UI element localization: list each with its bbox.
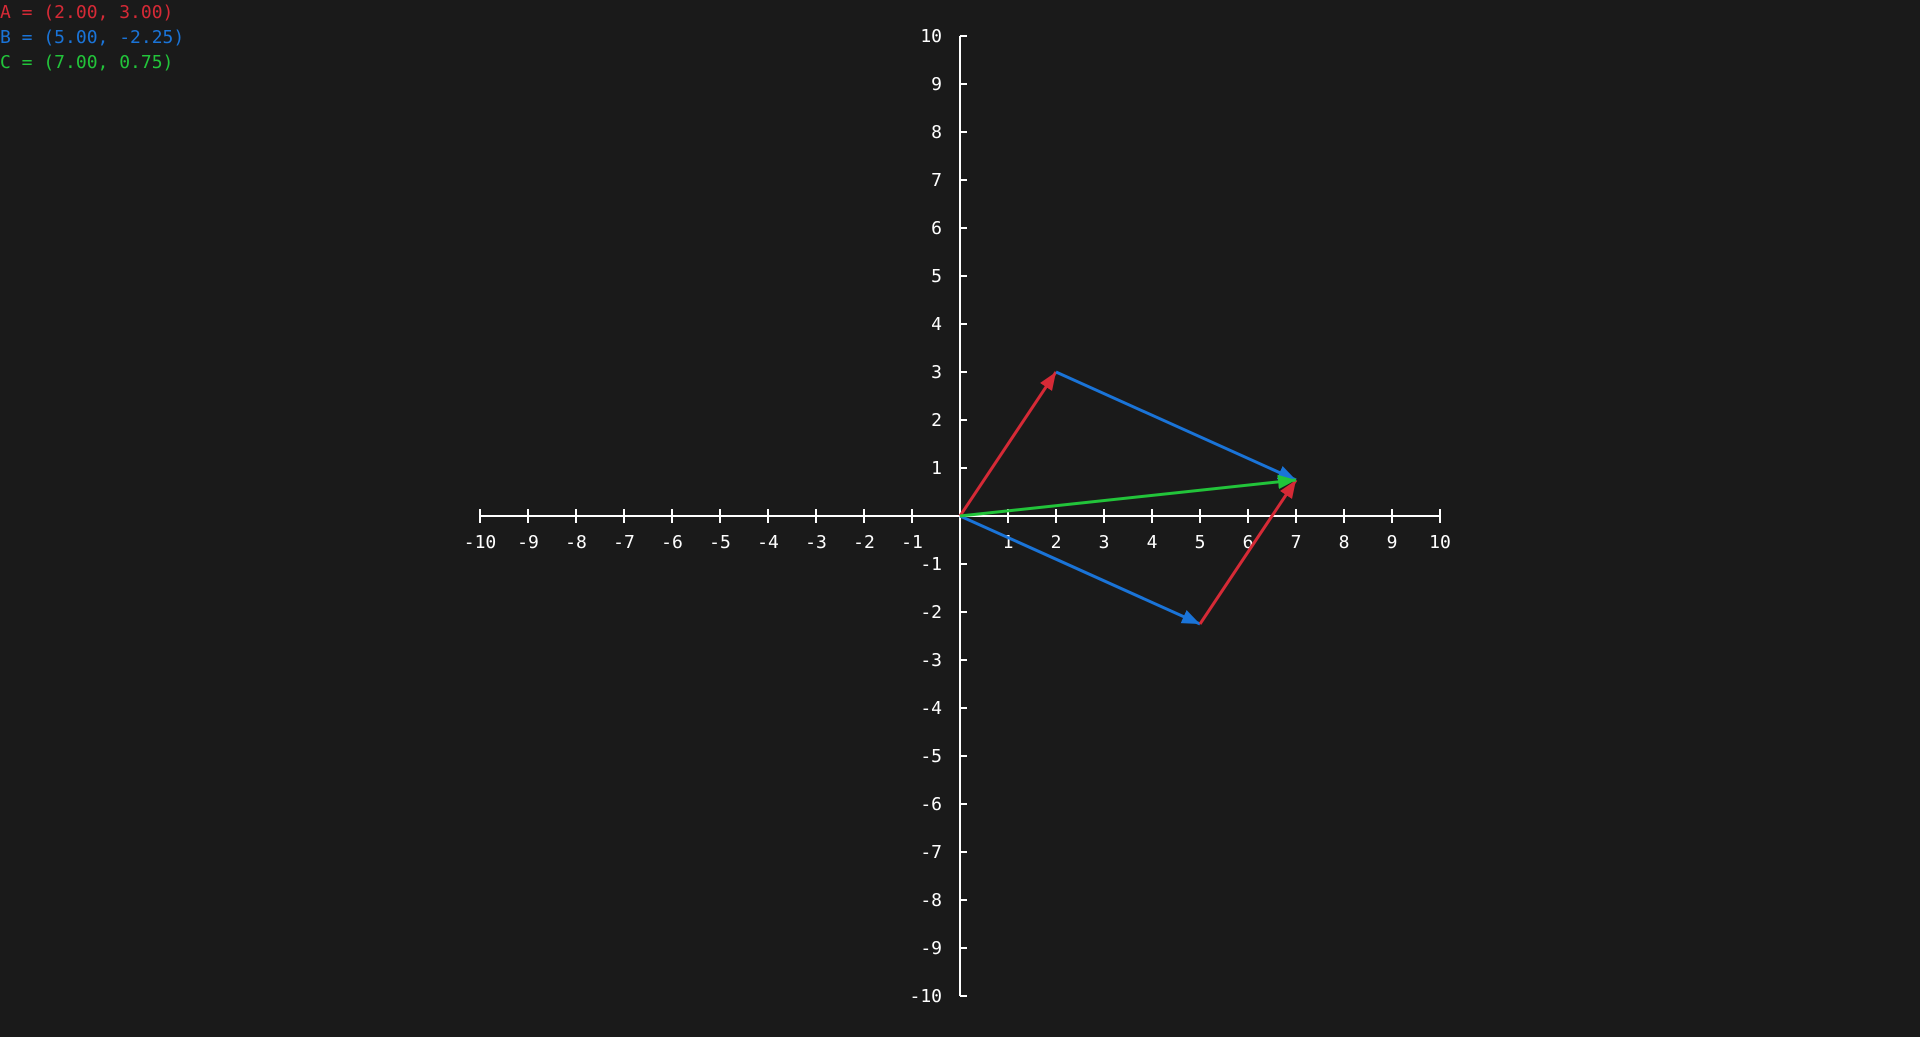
y-tick-label: 9: [931, 74, 942, 95]
y-tick-label: 1: [931, 458, 942, 479]
vector-c-arrow: [959, 474, 1297, 518]
axes: -10 -9 -8 -7 -6 -5 -4 -3 -2 -1 1 2 3 4 5 6 7 8 9 10 -10 -9 -8 -…: [464, 26, 1451, 1007]
y-tick-label: 10: [920, 26, 942, 47]
vector-b-arrow: [959, 514, 1201, 626]
y-tick-label: -10: [909, 986, 942, 1007]
x-tick-label: -4: [757, 532, 779, 553]
x-tick-label: 2: [1051, 532, 1062, 553]
x-tick-label: 1: [1003, 532, 1014, 553]
vector-b-arrow: [1055, 370, 1297, 482]
y-tick-label: -6: [920, 794, 942, 815]
y-tick-label: 7: [931, 170, 942, 191]
y-tick-label: -5: [920, 746, 942, 767]
vectors: [958, 370, 1298, 626]
y-tick-label: -2: [920, 602, 942, 623]
y-tick-label: -3: [920, 650, 942, 671]
y-tick-label: -4: [920, 698, 942, 719]
x-tick-label: 5: [1195, 532, 1206, 553]
legend-vector-c: C = (7.00, 0.75): [0, 52, 174, 73]
vector-a-arrow: [1198, 479, 1298, 625]
x-tick-label: -8: [565, 532, 587, 553]
x-tick-label: 10: [1429, 532, 1451, 553]
y-tick-label: -9: [920, 938, 942, 959]
x-tick-label: 6: [1243, 532, 1254, 553]
x-tick-label: -10: [464, 532, 497, 553]
y-tick-label: -1: [920, 554, 942, 575]
x-tick-label: -5: [709, 532, 731, 553]
y-tick-label: -8: [920, 890, 942, 911]
y-tick-label: 5: [931, 266, 942, 287]
x-tick-label: -9: [517, 532, 539, 553]
y-tick-label: -7: [920, 842, 942, 863]
x-tick-label: 7: [1291, 532, 1302, 553]
y-tick-label: 6: [931, 218, 942, 239]
x-tick-label: 9: [1387, 532, 1398, 553]
legend-vector-a: A = (2.00, 3.00): [0, 2, 174, 23]
x-tick-label: 8: [1339, 532, 1350, 553]
legend-vector-b: B = (5.00, -2.25): [0, 27, 185, 48]
y-tick-label: 3: [931, 362, 942, 383]
x-tick-label: -1: [901, 532, 923, 553]
x-tick-label: 4: [1147, 532, 1158, 553]
vector-a-arrow: [958, 371, 1058, 517]
x-tick-label: -7: [613, 532, 635, 553]
x-tick-label: -3: [805, 532, 827, 553]
y-tick-label: 4: [931, 314, 942, 335]
x-tick-label: 3: [1099, 532, 1110, 553]
vector-legend: A = (2.00, 3.00) B = (5.00, -2.25) C = (…: [0, 0, 184, 75]
y-tick-label: 8: [931, 122, 942, 143]
x-tick-label: -2: [853, 532, 875, 553]
x-tick-label: -6: [661, 532, 683, 553]
y-tick-label: 2: [931, 410, 942, 431]
